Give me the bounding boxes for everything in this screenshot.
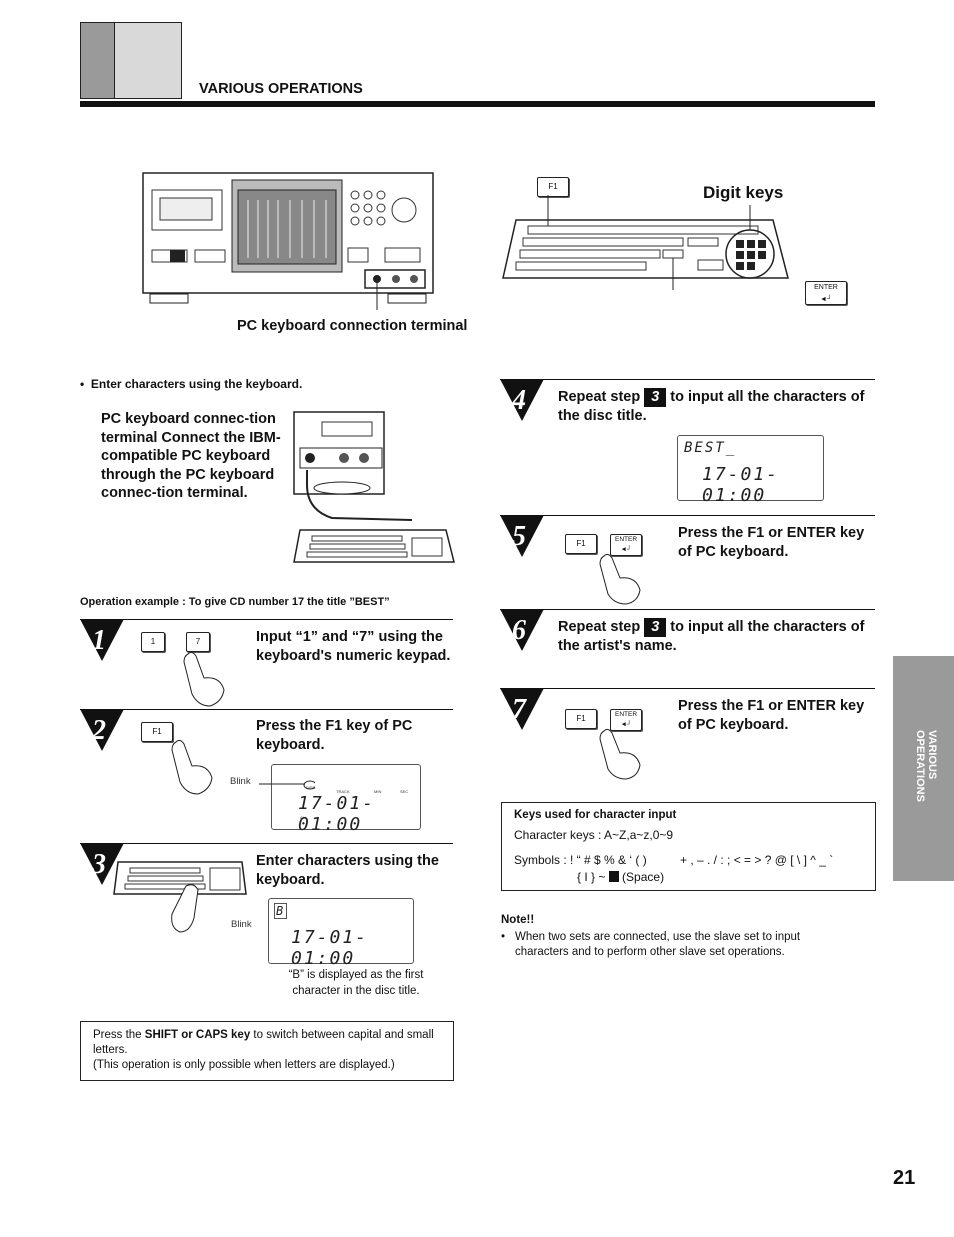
header-tab-dark — [80, 22, 116, 99]
section-title: VARIOUS OPERATIONS — [199, 81, 363, 97]
step-2-text: Press the F1 key of PC keyboard. — [256, 718, 413, 753]
step-3-text: Enter characters using the keyboard. — [256, 853, 439, 888]
step-5-text: Press the F1 or ENTER key of PC keyboard… — [678, 525, 865, 560]
character-keys-line: Character keys : A~Z,a~z,0~9 — [514, 828, 674, 842]
space-block-icon — [608, 871, 619, 882]
shift-note-text: Press the SHIFT or CAPS key to switch be… — [93, 1029, 434, 1071]
step-3-marker: 3 — [80, 843, 124, 885]
lcd-label-track: TRACK — [336, 789, 350, 794]
step-2-rule — [80, 709, 453, 710]
lcd-digits-step2: 17-01-01:00 — [298, 793, 376, 835]
note-title: Note!! — [501, 914, 535, 926]
step-6-marker: 6 — [500, 609, 544, 651]
step-3-rule — [80, 843, 453, 844]
pc-keyboard-illustration — [502, 195, 789, 290]
side-tab: VARIOUS OPERATIONS — [893, 656, 954, 881]
keys-info-box: Keys used for character input Character … — [501, 802, 876, 891]
step-6-number: 6 — [512, 615, 526, 646]
step-6-rule — [500, 609, 875, 610]
lcd-digits-step4: 17-01-01:00 — [702, 464, 780, 506]
key-f1-step5: F1 — [565, 534, 597, 554]
step-7-rule — [500, 688, 875, 689]
step-4-text: Repeat step 3 to input all the character… — [558, 388, 865, 424]
terminal-caption: PC keyboard connection terminal — [237, 318, 468, 334]
keyboard-typing-illustration — [113, 861, 247, 933]
key-1: 1 — [141, 632, 165, 652]
intro-bullet: • Enter characters using the keyboard. — [80, 377, 303, 391]
f1-key-top: F1 — [537, 177, 569, 197]
symbols-line-b: + , – . / : ; < = > ? @ [ \ ] ^ _ ` — [680, 853, 834, 867]
step-1-number: 1 — [92, 625, 106, 656]
key-f1-step7: F1 — [565, 709, 597, 729]
lcd-label-all: ALL — [300, 815, 308, 820]
step-1-marker: 1 — [80, 619, 124, 661]
operation-example: Operation example : To give CD number 17… — [80, 596, 390, 608]
symbols-line-c: { I } ~ (Space) — [577, 870, 665, 884]
symbols-line-a: Symbols : ! “ # $ % & ‘ ( ) — [514, 853, 647, 867]
key-f1-step2: F1 — [141, 722, 173, 742]
note-body: •When two sets are connected, use the sl… — [501, 931, 801, 958]
finger-5-icon — [599, 553, 641, 605]
lcd-display-step3: B 17-01-01:00 — [268, 898, 414, 969]
step-4-marker: 4 — [500, 379, 544, 421]
page-number: 21 — [893, 1167, 916, 1189]
step-3-caption: “B” is displayed as the first character … — [288, 969, 424, 997]
step-7-number: 7 — [512, 694, 527, 725]
connection-illustration — [293, 411, 455, 563]
step-ref-3-badge-b: 3 — [644, 618, 667, 637]
enter-key-top: ENTER◄┘ — [805, 281, 847, 305]
lcd-label-sec: SEC — [400, 789, 409, 794]
blink-pointer-step2 — [259, 780, 315, 790]
step-1-text: Input “1” and “7” using the keyboard's n… — [256, 629, 451, 664]
finger-1-icon — [183, 651, 225, 707]
step-4-number: 4 — [511, 385, 526, 416]
header-rule — [80, 101, 875, 107]
step-5-number: 5 — [512, 521, 526, 552]
key-enter-step5: ENTER◄┘ — [610, 534, 642, 556]
key-7: 7 — [186, 632, 210, 652]
lcd-display-step4: BEST_ 17-01-01:00 — [677, 435, 824, 506]
lcd-title-step4: BEST_ — [684, 440, 737, 456]
step-4-rule — [500, 379, 875, 380]
finger-7-icon — [599, 728, 641, 780]
blink-label-step2: Blink — [230, 776, 251, 787]
step-5-rule — [500, 515, 875, 516]
step-7-text: Press the F1 or ENTER key of PC keyboard… — [678, 698, 865, 733]
step-ref-3-badge: 3 — [644, 388, 667, 407]
cd-changer-illustration — [142, 172, 434, 310]
key-enter-step7: ENTER◄┘ — [610, 709, 642, 731]
blink-label-step3: Blink — [231, 919, 252, 930]
lcd-display-step2: DISC TRACK MIN SEC 17-01-01:00 ALL — [271, 764, 421, 835]
step-5-marker: 5 — [500, 515, 544, 557]
lcd-digits-step3: 17-01-01:00 — [291, 927, 369, 969]
lcd-char-step3: B — [274, 903, 288, 919]
step-7-marker: 7 — [500, 688, 544, 730]
step-2-number: 2 — [91, 715, 106, 746]
lcd-label-min: MIN — [374, 789, 382, 794]
step-6-text: Repeat step 3 to input all the character… — [558, 618, 865, 654]
step-2-marker: 2 — [80, 709, 124, 751]
step-1-rule — [80, 619, 453, 620]
connect-instruction: PC keyboard connec-tion terminal Connect… — [101, 411, 281, 501]
digit-keys-caption: Digit keys — [703, 183, 784, 202]
shift-note-box: Press the SHIFT or CAPS key to switch be… — [80, 1021, 454, 1081]
lcd-label-disc: DISC — [306, 785, 316, 790]
step-3-number: 3 — [91, 849, 106, 880]
keys-box-title: Keys used for character input — [514, 809, 677, 821]
finger-2-icon — [171, 739, 213, 795]
side-tab-label: VARIOUS OPERATIONS — [914, 730, 938, 802]
header-tab-light — [114, 22, 182, 99]
